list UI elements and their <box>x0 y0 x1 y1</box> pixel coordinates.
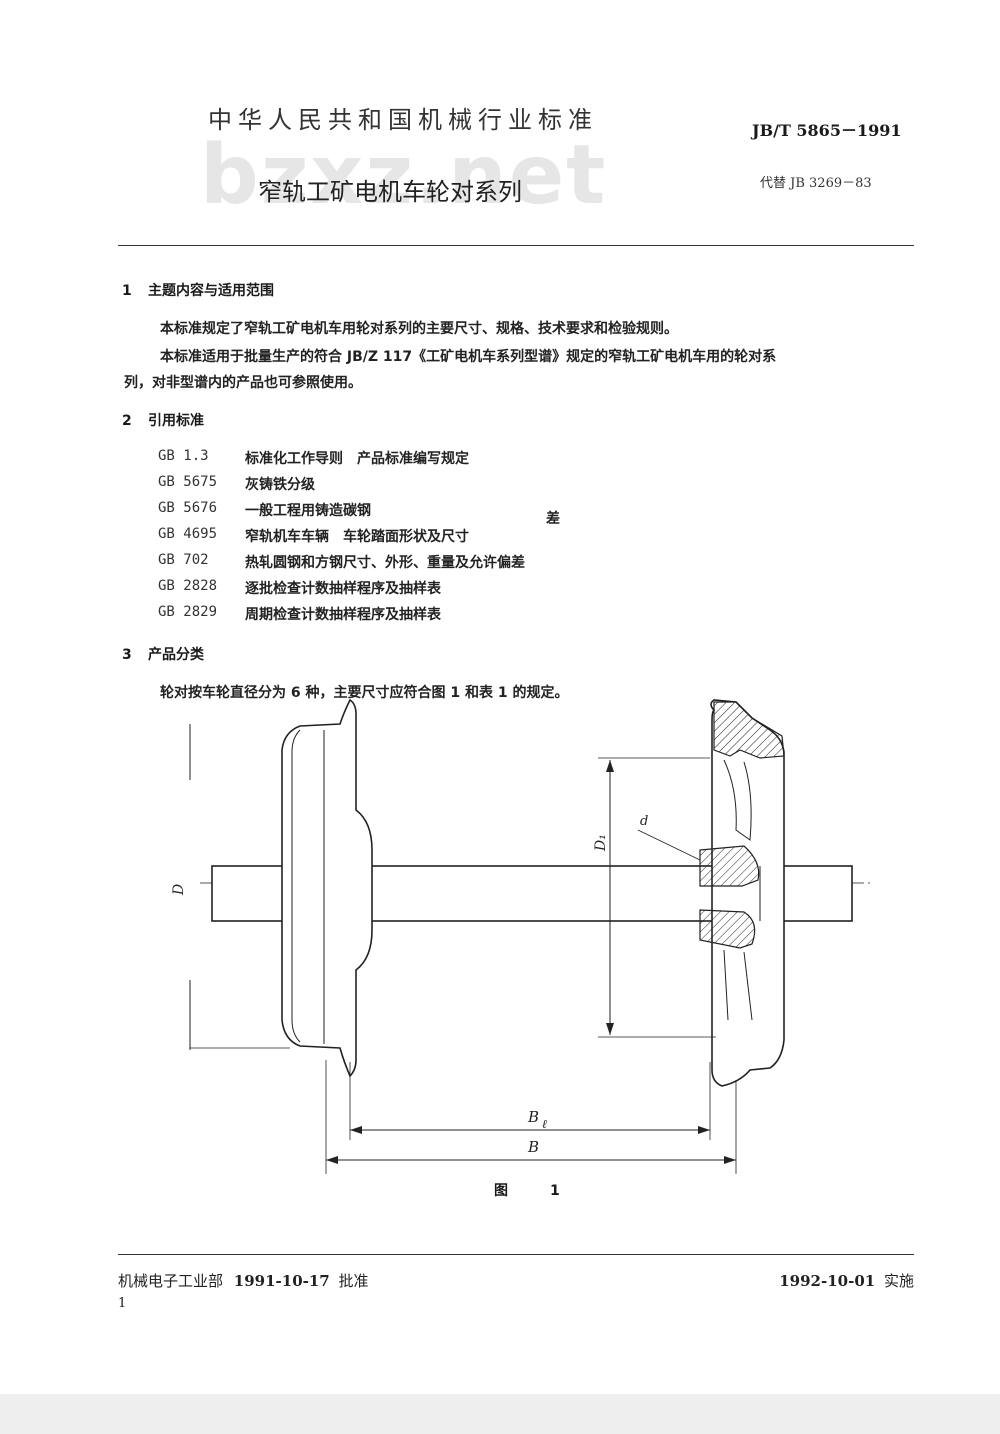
effective-date: 1992-10-01 <box>779 1272 876 1290</box>
reference-title: 标准化工作导则 产品标准编写规定 <box>245 451 469 467</box>
issuer: 机械电子工业部 <box>118 1272 224 1290</box>
reference-title: 一般工程用铸造碳钢 <box>245 503 371 519</box>
standard-code: JB/T 5865－1991 <box>752 121 902 140</box>
page-number: 1 <box>118 1296 127 1311</box>
reference-title: 逐批检查计数抽样程序及抽样表 <box>245 581 441 597</box>
dimension-label-D: D <box>171 884 187 896</box>
approve-label: 批准 <box>338 1272 369 1290</box>
reference-code: GB 5675 <box>158 474 218 490</box>
footer-divider <box>118 1254 914 1255</box>
reference-code: GB 5676 <box>158 500 218 516</box>
reference-code: GB 1.3 <box>158 448 209 464</box>
standard-org-header: 中华人民共和国机械行业标准 <box>208 106 598 134</box>
figure-caption: 图 1 <box>494 1183 574 1199</box>
dimension-label-B: B <box>527 1138 539 1156</box>
section-3-para-1: 轮对按车轮直径分为 6 种，主要尺寸应符合图 1 和表 1 的规定。 <box>160 685 569 701</box>
header-divider <box>118 245 914 246</box>
reference-title: 周期检查计数抽样程序及抽样表 <box>245 607 441 623</box>
reference-title: 热轧圆钢和方钢尺寸、外形、重量及允许偏差 <box>245 555 525 571</box>
document-title: 窄轨工矿电机车轮对系列 <box>258 178 522 206</box>
reference-code: GB 2828 <box>158 578 218 594</box>
replaces-note: 代替 JB 3269－83 <box>760 176 872 191</box>
reference-title: 灰铸铁分级 <box>245 477 315 493</box>
reference-title: 窄轨机车车辆 车轮踏面形状及尺寸 <box>245 529 469 545</box>
dimension-label-d: d <box>640 814 648 829</box>
right-wheel <box>710 699 785 1087</box>
reference-code: GB 2829 <box>158 604 218 620</box>
section-1-para-1: 本标准规定了窄轨工矿电机车用轮对系列的主要尺寸、规格、技术要求和检验规则。 <box>160 321 678 337</box>
reference-code: GB 4695 <box>158 526 218 542</box>
wheelset-drawing: D D₁ d B ℓ B <box>171 698 870 1174</box>
effective-label: 实施 <box>883 1272 914 1290</box>
section-1-para-3: 列，对非型谱内的产品也可参照使用。 <box>124 375 362 391</box>
section-1-para-2: 本标准适用于批量生产的符合 JB/Z 117《工矿电机车系列型谱》规定的窄轨工矿… <box>160 349 777 365</box>
reference-code: GB 702 <box>158 552 209 568</box>
approval-line: 机械电子工业部 1991-10-17 批准 <box>118 1270 369 1291</box>
watermark: bzxz.net <box>200 128 608 223</box>
dimension-label-Bl: B <box>527 1108 539 1126</box>
dimension-label-D1: D₁ <box>593 834 609 852</box>
dimension-label-Bl-sub: ℓ <box>542 1117 547 1131</box>
approve-date: 1991-10-17 <box>233 1272 330 1290</box>
left-wheel <box>281 698 373 1078</box>
stray-character: 差 <box>546 511 560 527</box>
effective-line: 1992-10-01 实施 <box>779 1270 914 1291</box>
bottom-band <box>0 1394 1000 1434</box>
